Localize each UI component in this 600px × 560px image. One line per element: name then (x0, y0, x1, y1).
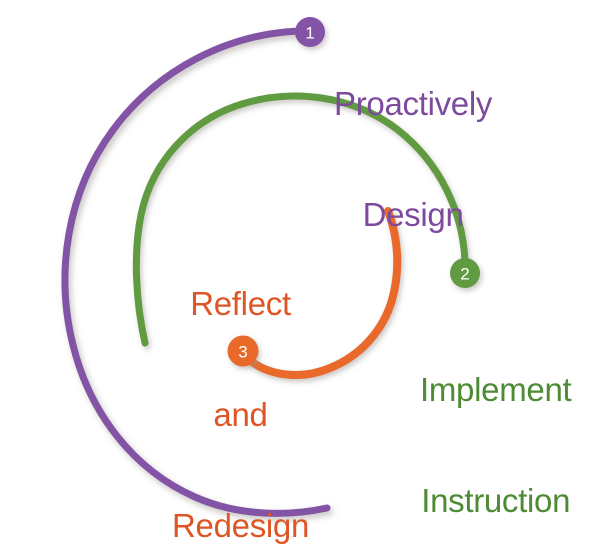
step-marker-2[interactable]: 2 (450, 258, 480, 288)
step-label-1: Proactively Design (334, 12, 492, 308)
step-label-3-line1: Reflect (190, 284, 291, 322)
step-label-3: Reflect and Redesign (172, 212, 309, 560)
step-label-2-line2: Instruction (421, 481, 571, 519)
step-marker-3-number: 3 (238, 343, 247, 362)
step-marker-2-number: 2 (460, 265, 469, 284)
arc-orange-inner (248, 207, 402, 379)
step-label-2-line1: Implement (420, 370, 572, 408)
step-marker-1[interactable]: 1 (295, 17, 325, 47)
step-label-3-line3: Redesign (172, 506, 310, 544)
step-marker-3[interactable]: 3 (227, 335, 259, 367)
step-label-2: Implement Instruction (420, 298, 572, 560)
arc-purple-outer (61, 27, 331, 517)
arc-green-middle (132, 92, 469, 347)
step-label-3-line2: and (213, 395, 268, 433)
step-marker-1-number: 1 (305, 24, 314, 43)
step-label-1-line2: Design (362, 195, 464, 233)
step-label-1-line1: Proactively (334, 84, 493, 122)
